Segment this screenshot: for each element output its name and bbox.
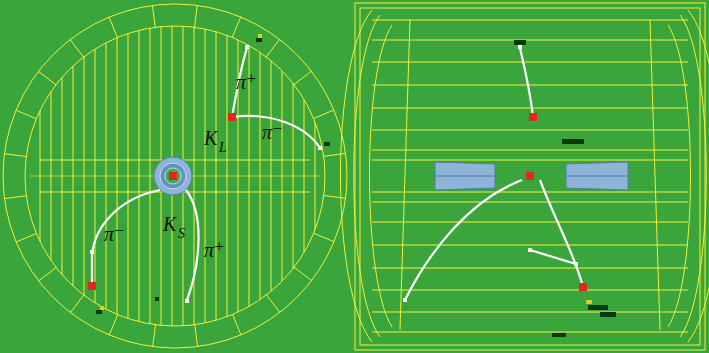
particle-label: K (163, 214, 176, 234)
particle-label: π⁺ (204, 240, 225, 260)
particle-label: π⁻ (262, 122, 283, 142)
particle-label: π⁻ (104, 224, 125, 244)
particle-label: K (204, 128, 217, 148)
particle-subscript: L (219, 141, 227, 155)
particle-subscript: S (178, 227, 185, 241)
particle-label: π⁺ (236, 72, 257, 92)
